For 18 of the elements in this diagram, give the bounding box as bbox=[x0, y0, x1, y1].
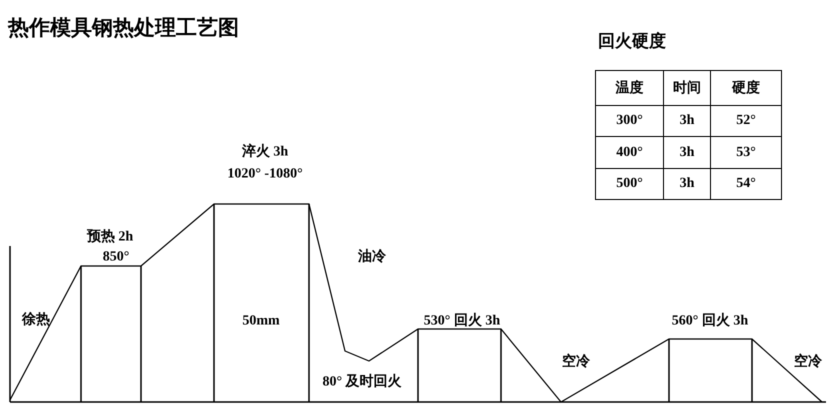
process-label: 530° 回火 3h bbox=[424, 313, 500, 329]
dimension-label: 50mm bbox=[242, 313, 280, 329]
process-label: 80° 及时回火 bbox=[322, 374, 402, 390]
diagram-title: 热作模具钢热处理工艺图 bbox=[8, 16, 239, 40]
process-label: 徐热 bbox=[22, 312, 50, 328]
table-header-cell: 硬度 bbox=[710, 70, 782, 106]
temperature-label: 850° bbox=[102, 249, 130, 265]
cooling-label: 空冷 bbox=[794, 354, 822, 370]
table-header-cell: 温度 bbox=[595, 70, 664, 106]
table-cell: 500° bbox=[595, 168, 664, 200]
table-heading: 回火硬度 bbox=[598, 32, 666, 52]
cooling-label: 空冷 bbox=[562, 354, 590, 370]
table-cell: 54° bbox=[710, 168, 782, 200]
process-label: 淬火 3h bbox=[242, 144, 288, 160]
cooling-label: 油冷 bbox=[358, 249, 386, 265]
process-label: 预热 2h bbox=[86, 229, 134, 245]
process-label: 560° 回火 3h bbox=[672, 313, 748, 329]
temperature-label: 1020° -1080° bbox=[227, 166, 303, 182]
